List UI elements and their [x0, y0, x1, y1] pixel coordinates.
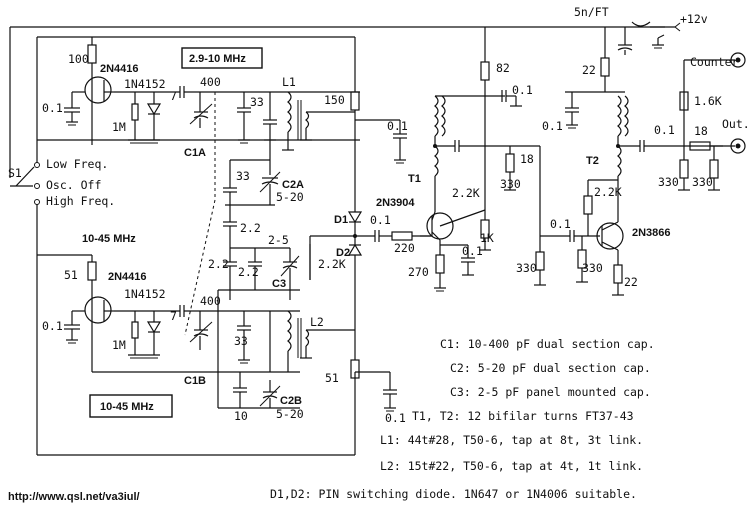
high-range-label: 10-45 MHz: [82, 233, 136, 245]
lower-c2-label: 7: [170, 309, 177, 323]
note-l2: L2: 15t#22, T50-6, tap at 4t, 1t link.: [380, 459, 643, 473]
amp-c-top-label: 0.1: [542, 119, 563, 133]
upper-tuning-label: C1A: [184, 147, 206, 159]
note-c2: C2: 5-20 pF dual section cap.: [450, 361, 651, 375]
switch-pos-off: Osc. Off: [46, 178, 101, 192]
trim-c2b-range: 5-20: [276, 407, 304, 421]
amp-r-e-label: 330: [582, 261, 603, 275]
amp-transistor-label: 2N3866: [632, 227, 671, 239]
upper-c4-label: 33: [250, 95, 264, 109]
trim-c2a-range: 5-20: [276, 190, 304, 204]
out-label: Out.: [722, 117, 750, 131]
upper-oscillator: [37, 36, 407, 164]
lower-oscillator: [37, 254, 397, 456]
lower-diode-label: 1N4152: [124, 287, 166, 301]
panel-c3-range: 2-5: [268, 233, 289, 247]
outputs: [678, 59, 735, 191]
lower-c4-label: 33: [234, 334, 248, 348]
buffer-c-top-label: 0.1: [512, 83, 533, 97]
upper-c1-label: 0.1: [42, 101, 63, 115]
amp-stage: [534, 27, 723, 296]
amp-r-in-label: 330: [516, 261, 537, 275]
note-t1t2: T1, T2: 12 bifilar turns FT37-43: [412, 409, 634, 423]
buffer-t1-label: T1: [408, 173, 421, 185]
lower-c1-label: 0.1: [42, 319, 63, 333]
buffer-r-top-label: 82: [496, 61, 510, 75]
out-r-series-label: 18: [694, 124, 708, 138]
diode-d2-label: D2: [336, 247, 350, 259]
out-connector[interactable]: [730, 138, 746, 154]
amp-r-top-label: 22: [582, 63, 596, 77]
out-c-label: 0.1: [654, 123, 675, 137]
upper-coil-label: L1: [282, 75, 296, 89]
switch-pos-high: High Freq.: [46, 194, 115, 208]
counter-r-label: 1.6K: [694, 94, 722, 108]
buffer-r-e-label: 270: [408, 265, 429, 279]
note-c3: C3: 2-5 pF panel mounted cap.: [450, 385, 651, 399]
amp-r-e2-label: 22: [624, 275, 638, 289]
low-range-label: 2.9-10 MHz: [189, 53, 246, 65]
trim-upper-cap: 33: [236, 169, 250, 183]
out-r330a-label: 330: [658, 175, 679, 189]
upper-c3-label: 400: [200, 75, 221, 89]
counter-connector[interactable]: [730, 52, 746, 68]
panel-c3-label: C3: [272, 278, 286, 290]
switch-name: S1: [8, 166, 22, 180]
switch-r-bot-label: 51: [325, 371, 339, 385]
trim-c2a-label: C2A: [282, 179, 304, 191]
low-range-box: [181, 47, 263, 69]
diode-switch: [309, 120, 432, 330]
note-d1d2: D1,D2: PIN switching diode. 1N647 or 1N4…: [270, 487, 637, 501]
diode-d1-label: D1: [334, 214, 348, 226]
lower-tuning-label: C1B: [184, 375, 206, 387]
lower-r-label: 51: [64, 268, 78, 282]
switch-r-top-label: 150: [324, 93, 345, 107]
trimmer-section: [184, 92, 355, 408]
trim-c2b-label: C2B: [280, 395, 302, 407]
note-l1: L1: 44t#28, T50-6, tap at 8t, 3t link.: [380, 433, 643, 447]
switch-pos-low: Low Freq.: [46, 157, 108, 171]
switch-c-top-label: 0.1: [387, 119, 408, 133]
amp-r-b-label: 2.2K: [594, 185, 622, 199]
buffer-r-b-label: 2.2K: [452, 186, 480, 200]
note-c1: C1: 10-400 pF dual section cap.: [440, 337, 655, 351]
upper-diode-label: 1N4152: [124, 77, 166, 91]
counter-label: Counter: [690, 55, 739, 69]
supply-voltage-label: +12v: [680, 12, 708, 26]
supply-rail: [9, 21, 681, 165]
switch-r-bias-label: 2.2K: [318, 257, 346, 271]
switch-c-bot-label: 0.1: [385, 411, 406, 425]
out-r330b-label: 330: [692, 175, 713, 189]
panel-cap-a: 2.2: [208, 257, 229, 271]
switch-r-out-label: 220: [394, 241, 415, 255]
source-url: http://www.qsl.net/va3iul/: [8, 491, 140, 503]
buffer-stage: [420, 27, 540, 292]
buffer-r330-label: 330: [500, 177, 521, 191]
buffer-c-e-label: 0.1: [462, 244, 483, 258]
trim-lower-cap: 10: [234, 409, 248, 423]
amp-c-in-label: 0.1: [550, 217, 571, 231]
buffer-r-b2-label: 1K: [480, 231, 494, 245]
upper-c2-label: 7: [170, 89, 177, 103]
switch-s1[interactable]: [9, 37, 40, 455]
high-range-box-label: 10-45 MHz: [100, 401, 154, 413]
amp-t2-label: T2: [586, 155, 599, 167]
upper-r2-label: 1M: [112, 120, 126, 134]
supply-rail-label: 5n/FT: [574, 5, 609, 19]
lower-coil-label: L2: [310, 315, 324, 329]
upper-r-label: 100: [68, 52, 89, 66]
lower-r2-label: 1M: [112, 338, 126, 352]
panel-cap-b: 2.2: [238, 265, 259, 279]
high-range-box: [89, 394, 173, 418]
trim-upper-c2: 2.2: [240, 221, 261, 235]
buffer-transistor-label: 2N3904: [376, 197, 415, 209]
lower-fet-label: 2N4416: [108, 271, 147, 283]
lower-c3-label: 400: [200, 294, 221, 308]
switch-c-out-label: 0.1: [370, 213, 391, 227]
buffer-r18-label: 18: [520, 152, 534, 166]
upper-fet-label: 2N4416: [100, 63, 139, 75]
